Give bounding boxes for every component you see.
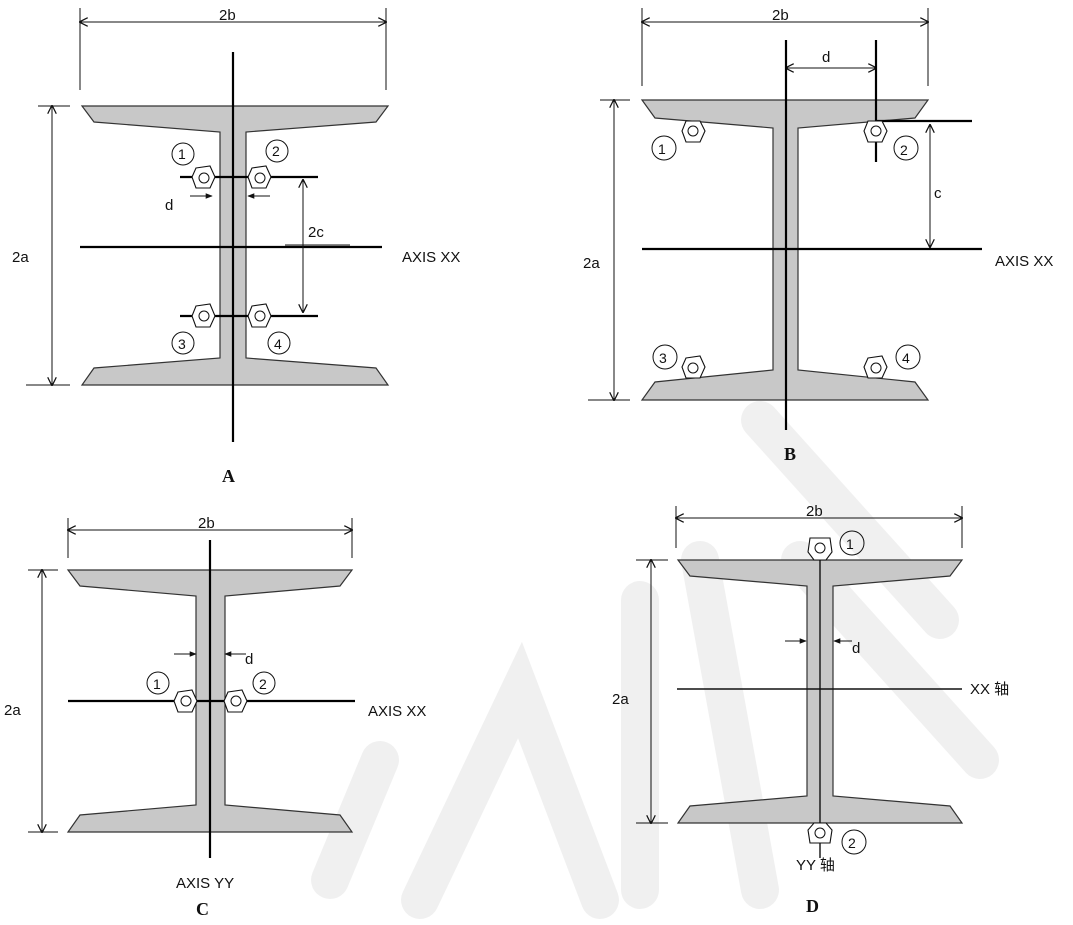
panel-a: 2b 2a AXIS XX 2c d 1 2 bbox=[12, 7, 460, 486]
axis-label-c: AXIS XX bbox=[368, 703, 426, 720]
gauge-c2: 2 bbox=[223, 671, 276, 713]
svg-text:1: 1 bbox=[178, 146, 186, 162]
panel-c: 2b 2a AXIS YY AXIS XX d 1 2 C bbox=[4, 515, 426, 919]
axis-y-label-c: AXIS YY bbox=[176, 875, 234, 892]
svg-text:2: 2 bbox=[900, 142, 908, 158]
offset-label-a: d bbox=[165, 197, 173, 214]
panel-d: 2b 2a XX 轴 YY 轴 d 1 2 D bbox=[612, 503, 1009, 916]
width-label-a: 2b bbox=[219, 7, 236, 24]
gauge-b1: 1 bbox=[651, 120, 706, 161]
spacing-label-a: 2c bbox=[308, 224, 324, 241]
panel-caption-c: C bbox=[196, 899, 209, 919]
width-label-d: 2b bbox=[806, 503, 823, 520]
gauge-a2: 2 bbox=[247, 139, 289, 189]
height-label-a: 2a bbox=[12, 249, 29, 266]
svg-text:4: 4 bbox=[902, 350, 910, 366]
axis-label-d: XX 轴 bbox=[970, 681, 1009, 698]
axis-y-label-d: YY 轴 bbox=[796, 857, 835, 874]
panel-caption-d: D bbox=[806, 896, 819, 916]
watermark bbox=[311, 401, 999, 919]
panel-caption-a: A bbox=[222, 466, 235, 486]
svg-text:2: 2 bbox=[259, 676, 267, 692]
svg-text:3: 3 bbox=[659, 350, 667, 366]
axis-label-b: AXIS XX bbox=[995, 253, 1053, 270]
svg-text:2: 2 bbox=[848, 835, 856, 851]
panel-b: 2b d 2a c AXIS XX 1 2 bbox=[583, 7, 1053, 464]
axis-label-a: AXIS XX bbox=[402, 249, 460, 266]
width-label-b: 2b bbox=[772, 7, 789, 24]
offset-label-b: d bbox=[822, 49, 830, 66]
gauge-c1: 1 bbox=[146, 671, 198, 713]
svg-text:1: 1 bbox=[153, 676, 161, 692]
height-label-b: 2a bbox=[583, 255, 600, 272]
gauge-b4: 4 bbox=[863, 344, 921, 379]
offset-label-c: d bbox=[245, 651, 253, 668]
gauge-b3: 3 bbox=[652, 344, 706, 379]
height-label-c: 2a bbox=[4, 702, 21, 719]
gauge-d2: 2 bbox=[807, 822, 867, 855]
width-label-c: 2b bbox=[198, 515, 215, 532]
svg-text:4: 4 bbox=[274, 336, 282, 352]
gauge-d1: 1 bbox=[807, 530, 865, 561]
spacing-label-b: c bbox=[934, 185, 942, 202]
i-beam-a bbox=[80, 105, 390, 386]
height-label-d: 2a bbox=[612, 691, 629, 708]
gauge-b2: 2 bbox=[863, 120, 919, 161]
gauge-a1: 1 bbox=[171, 142, 216, 189]
panel-caption-b: B bbox=[784, 444, 796, 464]
svg-text:2: 2 bbox=[272, 143, 280, 159]
gauge-a4: 4 bbox=[247, 303, 291, 355]
gauge-a3: 3 bbox=[171, 303, 216, 355]
svg-text:1: 1 bbox=[658, 141, 666, 157]
offset-label-d: d bbox=[852, 640, 860, 657]
svg-text:3: 3 bbox=[178, 336, 186, 352]
svg-text:1: 1 bbox=[846, 536, 854, 552]
